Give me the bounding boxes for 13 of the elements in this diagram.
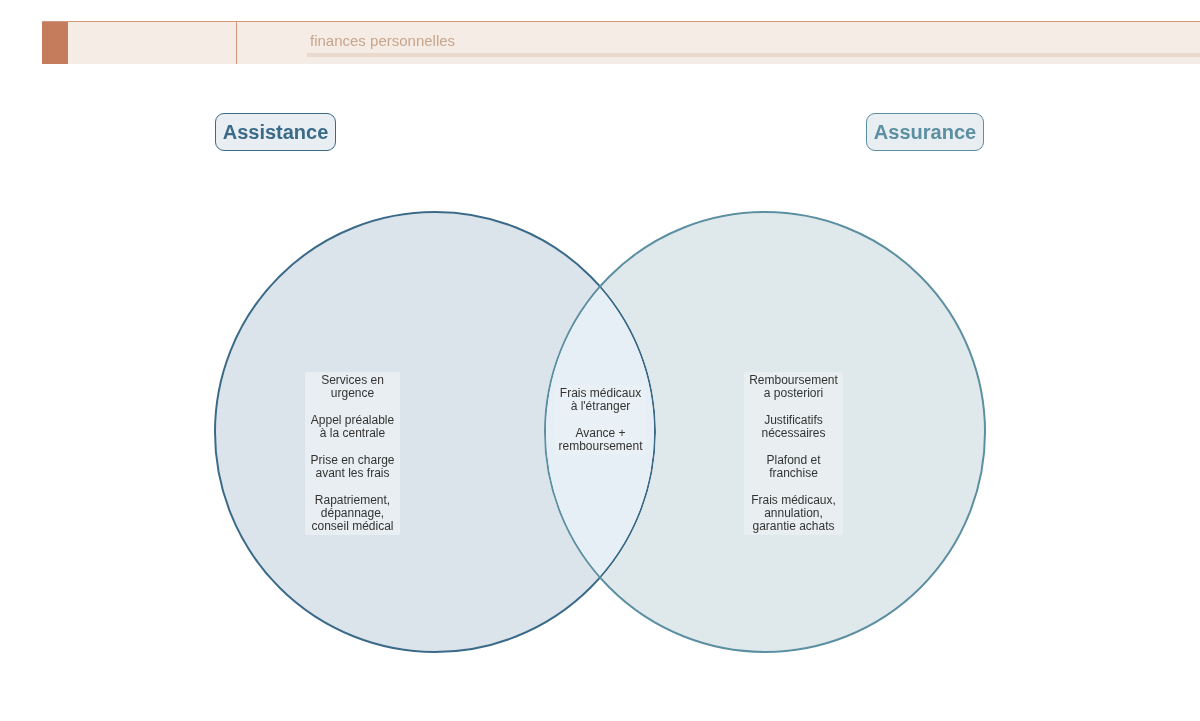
set-title: Assistance: [215, 113, 336, 151]
item-text: Prise en charge avant les frais: [309, 454, 396, 480]
item-text: Services en urgence: [320, 374, 385, 400]
item-text: Appel préalable à la centrale: [309, 414, 396, 440]
item-text: Justificatifs nécessaires: [760, 414, 827, 440]
item-text: Avance + remboursement: [557, 427, 644, 453]
item-text: Rapatriement, dépannage, conseil médical: [310, 494, 395, 533]
item-text: Frais médicaux à l'étranger: [558, 387, 643, 413]
category-tag: finances personnelles: [310, 32, 456, 50]
item-text: Plafond et franchise: [765, 454, 822, 480]
item-text: Remboursement a posteriori: [748, 374, 839, 400]
item-text: Frais médicaux, annulation, garantie achats: [750, 494, 837, 533]
set-title: Assurance: [866, 113, 984, 151]
